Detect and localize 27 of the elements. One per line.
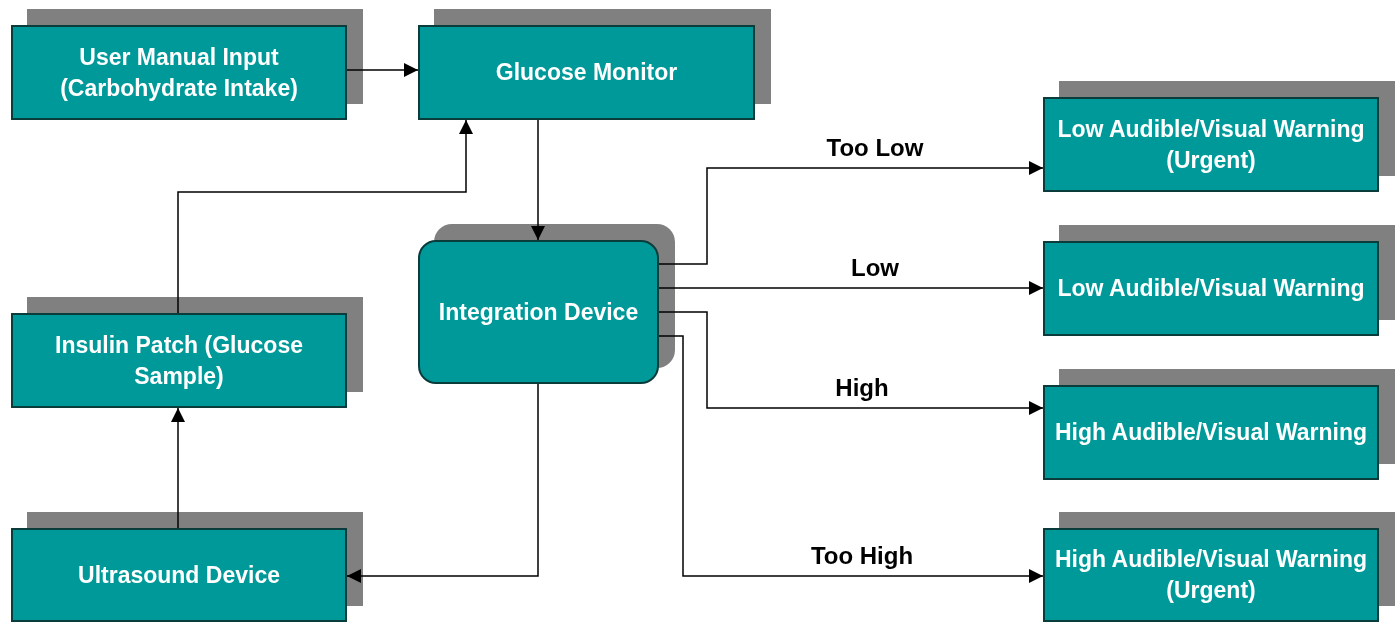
- box-label: High Audible/Visual Warning (Urgent): [1053, 545, 1369, 605]
- arrow: [346, 63, 419, 77]
- arrow: [658, 335, 1044, 583]
- process-box: [1043, 528, 1379, 622]
- box-label: Integration Device: [438, 297, 639, 327]
- arrow: [346, 383, 539, 583]
- box-label: Insulin Patch (Glucose Sample): [54, 330, 304, 391]
- process-box: [1043, 385, 1379, 480]
- process-box: [418, 240, 659, 384]
- process-box: [1043, 241, 1379, 336]
- arrow: [531, 119, 545, 241]
- process-box: [1043, 97, 1379, 192]
- arrow: [658, 281, 1044, 295]
- process-box: [11, 528, 347, 622]
- box-label: High Audible/Visual Warning: [1054, 418, 1368, 447]
- arrow: [171, 407, 185, 529]
- arrow: [658, 311, 1044, 415]
- box-label: Glucose Monitor: [495, 58, 678, 87]
- box-label: User Manual Input (Carbohydrate Intake): [59, 42, 299, 103]
- process-box: [11, 313, 347, 408]
- process-box: [418, 25, 755, 120]
- arrow: [177, 119, 473, 314]
- box-label: Low Audible/Visual Warning: [1057, 274, 1365, 303]
- box-label: Low Audible/Visual Warning (Urgent): [1056, 114, 1366, 175]
- arrow: [658, 161, 1044, 265]
- box-label: Ultrasound Device: [78, 560, 280, 590]
- process-box: [11, 25, 347, 120]
